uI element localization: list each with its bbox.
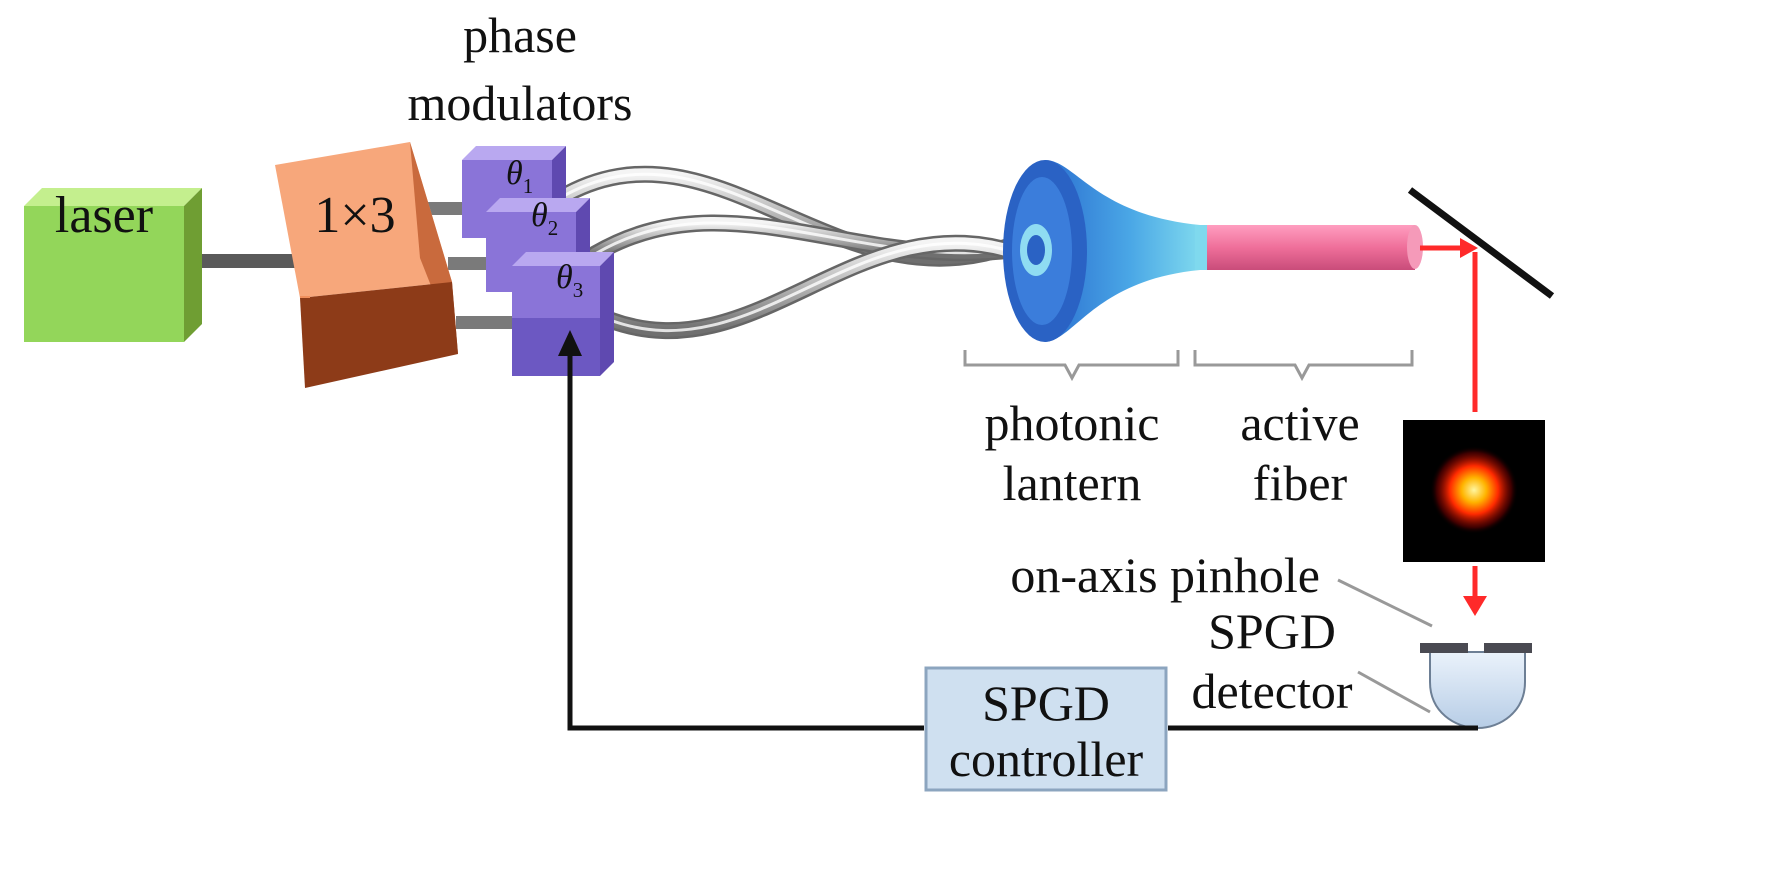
phase-modulators-line1: phase <box>463 7 577 63</box>
pinhole-pointer-line <box>1337 578 1433 628</box>
spgd-controller-line1: SPGD <box>982 675 1110 731</box>
detector-pointer-line <box>1357 670 1431 714</box>
spgd-detector-label: SPGD detector <box>1191 603 1352 719</box>
theta-2-label: θ2 <box>531 197 558 240</box>
mirror <box>1407 187 1555 299</box>
splitter-box: 1×3 <box>275 142 458 388</box>
laser-box: laser <box>24 187 202 342</box>
spgd-controller: SPGD controller <box>924 666 1168 792</box>
beam-spot-image <box>1403 420 1545 562</box>
spgd-detector <box>1420 643 1532 730</box>
photonic-lantern-label: photonic lantern <box>985 395 1160 511</box>
active-fiber-brace <box>1193 350 1414 382</box>
phase-modulator-3: θ3 <box>512 252 614 376</box>
active-fiber-label: active fiber <box>1240 395 1359 511</box>
active-fiber-line1: active <box>1240 395 1359 451</box>
spgd-controller-line2: controller <box>949 731 1144 787</box>
phase-modulators-label: phase modulators <box>408 7 633 131</box>
splitter-label: 1×3 <box>314 187 395 244</box>
active-fiber <box>1195 225 1423 270</box>
photonic-lantern <box>1003 160 1200 342</box>
photonic-lantern-line1: photonic <box>985 395 1160 451</box>
on-axis-pinhole-label: on-axis pinhole <box>1010 547 1320 603</box>
active-fiber-line2: fiber <box>1253 455 1348 511</box>
photonic-lantern-brace <box>963 350 1180 382</box>
spgd-detector-line2: detector <box>1191 663 1352 719</box>
feedback-line <box>558 330 1478 731</box>
theta-3-label: θ3 <box>556 259 583 302</box>
theta-1-label: θ1 <box>506 155 533 198</box>
photonic-lantern-line2: lantern <box>1003 455 1142 511</box>
fiber-bundle <box>551 165 1034 340</box>
spgd-detector-line1: SPGD <box>1208 603 1336 659</box>
laser-label: laser <box>55 187 153 244</box>
phase-modulators-line2: modulators <box>408 75 633 131</box>
laser-output-fiber <box>196 254 306 268</box>
beam-path <box>1420 238 1487 616</box>
